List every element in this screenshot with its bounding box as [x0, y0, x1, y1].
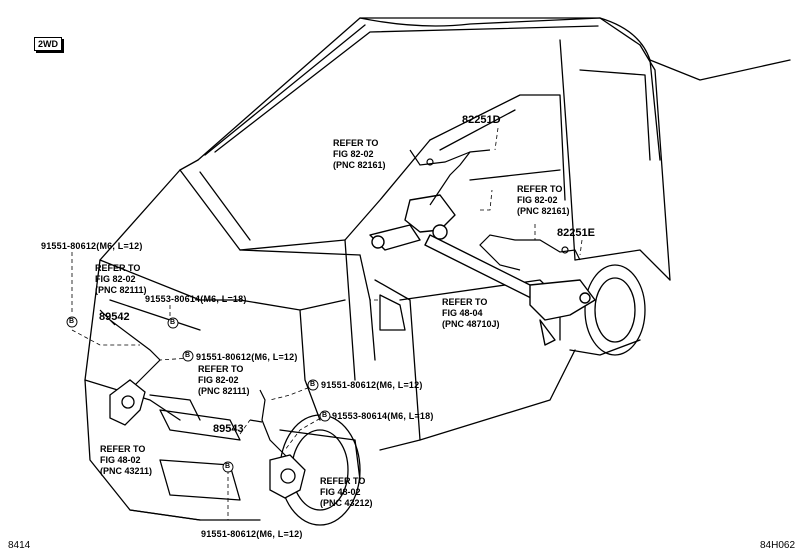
ref-line: REFER TO — [95, 263, 141, 273]
page-code-left: 8414 — [8, 540, 31, 551]
part-number-82251e[interactable]: 82251E — [557, 227, 595, 239]
ref-line: REFER TO — [320, 476, 366, 486]
part-number-89543[interactable]: 89543 — [213, 423, 244, 435]
ref-line: (PNC 43212) — [320, 498, 373, 508]
bolt-marker-b: B — [185, 352, 191, 359]
sensor-wires — [99, 149, 581, 461]
refer-to-82111-left[interactable]: REFER TO FIG 82-02 (PNC 82111) — [95, 263, 147, 296]
ref-line: FIG 82-02 — [198, 375, 239, 385]
refer-to-82161-lower[interactable]: REFER TO FIG 82-02 (PNC 82161) — [517, 184, 570, 217]
bolt-label[interactable]: 91553-80614(M6, L=18) — [332, 411, 434, 421]
bolt-marker-b: B — [69, 318, 75, 325]
ref-line: FIG 82-02 — [333, 149, 374, 159]
ref-line: FIG 48-02 — [320, 487, 361, 497]
ref-line: FIG 48-02 — [100, 455, 141, 465]
bolt-marker-b: B — [170, 319, 176, 326]
refer-to-82161-upper[interactable]: REFER TO FIG 82-02 (PNC 82161) — [333, 138, 386, 171]
ref-line: (PNC 82161) — [517, 206, 570, 216]
axle-beam — [369, 194, 596, 346]
knuckle-assemblies — [109, 379, 306, 499]
ref-line: REFER TO — [517, 184, 563, 194]
ref-line: (PNC 82111) — [198, 386, 250, 396]
refer-to-43211[interactable]: REFER TO FIG 48-02 (PNC 43211) — [100, 444, 152, 477]
refer-to-82111-center[interactable]: REFER TO FIG 82-02 (PNC 82111) — [198, 364, 250, 397]
ref-line: (PNC 43211) — [100, 466, 153, 476]
ref-line: FIG 82-02 — [95, 274, 136, 284]
bolt-marker-b: B — [310, 381, 316, 388]
bolt-label[interactable]: 91551-80612(M6, L=12) — [201, 529, 303, 539]
part-number-82251d[interactable]: 82251D — [462, 114, 501, 126]
ref-line: REFER TO — [100, 444, 146, 454]
vehicle-body-outline — [84, 17, 791, 526]
refer-to-43212[interactable]: REFER TO FIG 48-02 (PNC 43212) — [320, 476, 373, 509]
ref-line: FIG 48-04 — [442, 308, 483, 318]
figure-code-right: 84H062 — [760, 540, 796, 551]
ref-line: REFER TO — [442, 297, 488, 307]
ref-line: (PNC 82111) — [95, 285, 147, 295]
bolt-label[interactable]: 91553-80614(M6, L=18) — [145, 294, 247, 304]
bolt-markers — [66, 316, 331, 473]
bolt-label[interactable]: 91551-80612(M6, L=12) — [41, 241, 143, 251]
bolt-label[interactable]: 91551-80612(M6, L=12) — [196, 352, 298, 362]
bolt-marker-b: B — [225, 463, 231, 470]
ref-line: REFER TO — [333, 138, 379, 148]
bolt-label[interactable]: 91551-80612(M6, L=12) — [321, 380, 423, 390]
leader-lines — [71, 127, 583, 520]
refer-to-48710j[interactable]: REFER TO FIG 48-04 (PNC 48710J) — [442, 297, 500, 330]
ref-line: REFER TO — [198, 364, 244, 374]
ref-line: FIG 82-02 — [517, 195, 558, 205]
bolt-marker-b: B — [322, 412, 328, 419]
ref-line: (PNC 82161) — [333, 160, 386, 170]
drive-type-badge: 2WD — [34, 37, 62, 51]
part-number-89542[interactable]: 89542 — [99, 311, 130, 323]
ref-line: (PNC 48710J) — [442, 319, 500, 329]
